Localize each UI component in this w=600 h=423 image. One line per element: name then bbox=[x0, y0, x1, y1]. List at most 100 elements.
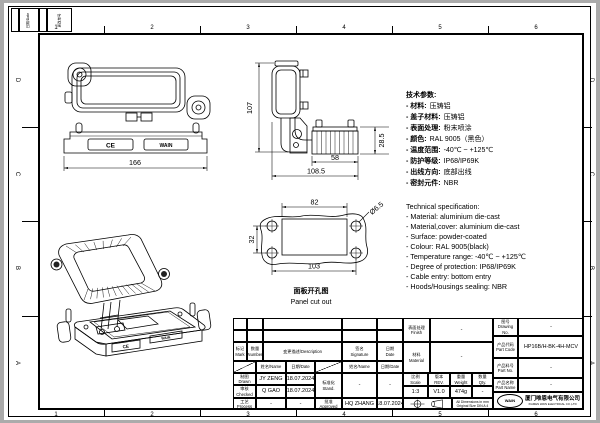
spec-zh-line: - 表面处理:粉末喷涂 bbox=[406, 125, 472, 132]
corner-cell-empty bbox=[39, 8, 47, 32]
spec-block-en: Technical specification: - Material: alu… bbox=[406, 202, 526, 292]
material-value: - bbox=[430, 342, 493, 373]
part-code-value: HP16B/H-BK-4H-MCV bbox=[518, 336, 584, 358]
col-marker: 5 bbox=[438, 25, 442, 31]
row-marker: A bbox=[588, 360, 594, 365]
standard-label: 标准化 Stand. bbox=[315, 373, 342, 398]
spec-zh-title: 技术参数: bbox=[406, 92, 437, 99]
finish-label: 表面处理 Finish bbox=[403, 318, 430, 342]
col-marker: 6 bbox=[534, 412, 538, 418]
wain-logo: WAIN bbox=[496, 394, 523, 408]
spec-en-line: - Colour: RAL 9005(black) bbox=[406, 242, 489, 251]
cutout-caption-zh: 面板开孔图 bbox=[293, 288, 329, 295]
weight-value: 474g bbox=[450, 386, 472, 398]
approved-date: 18.07.2024 bbox=[377, 398, 403, 410]
frame-tick bbox=[104, 410, 105, 417]
spec-zh-line: - 温度范围:-40℃ ~ +125℃ bbox=[406, 147, 494, 154]
checked-date: 18.07.2024 bbox=[286, 385, 315, 398]
frame-tick bbox=[392, 26, 393, 33]
spec-en-line: - Material: aluminium die-cast bbox=[406, 212, 500, 221]
spec-en-line: - Surface: powder-coated bbox=[406, 232, 487, 241]
finish-value: - bbox=[430, 318, 493, 342]
process-date: - bbox=[286, 398, 315, 410]
frame-tick bbox=[104, 26, 105, 33]
rev-date-header: 日期 Date bbox=[377, 342, 403, 361]
col-marker: 1 bbox=[54, 412, 58, 418]
col-marker: 3 bbox=[246, 25, 250, 31]
drawing-no-value: - bbox=[518, 318, 584, 336]
col-marker: 5 bbox=[438, 412, 442, 418]
rev-value: V1.0 bbox=[428, 386, 450, 398]
material-label: 材料 Material bbox=[403, 342, 430, 373]
approved-label: 批准 Approved bbox=[315, 398, 342, 410]
spec-zh-line: - 盖子材料:压铸铝 bbox=[406, 114, 465, 121]
row-marker: B bbox=[14, 265, 20, 270]
spec-zh-line: - 颜色:RAL 9005（黑色） bbox=[406, 136, 489, 143]
diagonal-cell bbox=[233, 361, 256, 373]
frame-tick bbox=[22, 316, 38, 317]
checked-name: Q GAO bbox=[256, 385, 286, 398]
col-marker: 6 bbox=[534, 25, 538, 31]
row-marker: C bbox=[588, 171, 594, 177]
col-marker: 4 bbox=[342, 412, 346, 418]
process-name: - bbox=[256, 398, 286, 410]
corner-cell-empty bbox=[11, 8, 19, 32]
diagonal-cell bbox=[315, 361, 342, 373]
company-name-en: XIAMEN WAIN ELECTRICAL CO.,LTD bbox=[528, 402, 577, 406]
scale-label: 比例 Scale bbox=[403, 373, 428, 386]
spec-zh-line: - 密封元件:NBR bbox=[406, 180, 459, 187]
rev-label: 版本 REV. bbox=[428, 373, 450, 386]
frame-tick bbox=[22, 221, 38, 222]
first-angle-projection-icon bbox=[410, 399, 425, 409]
date-header: 日期/Date bbox=[286, 361, 315, 373]
drawn-label: 制图 Drawn bbox=[233, 373, 256, 385]
rev-cell bbox=[342, 330, 377, 342]
col-marker: 3 bbox=[246, 412, 250, 418]
row-marker: A bbox=[14, 360, 20, 365]
company-name-zh: 厦门唯恩电气有限公司 bbox=[524, 396, 580, 402]
rev-description-header: 变更描述/Description bbox=[263, 342, 342, 361]
standard-date: - bbox=[377, 373, 403, 398]
date-header: 日期/Date bbox=[377, 361, 403, 373]
cutout-caption-en: Panel cut out bbox=[290, 299, 332, 306]
col-marker: 2 bbox=[150, 25, 154, 31]
rev-cell bbox=[247, 330, 263, 342]
frame-tick bbox=[584, 221, 592, 222]
rev-signature-header: 签名 Signature bbox=[342, 342, 377, 361]
spec-block-zh: 技术参数: - 材料:压铸铝 - 盖子材料:压铸铝 - 表面处理:粉末喷涂 - … bbox=[406, 90, 493, 189]
frame-tick bbox=[22, 127, 38, 128]
part-name-value: - bbox=[518, 378, 584, 392]
row-marker: D bbox=[14, 77, 20, 83]
part-no-value: - bbox=[518, 358, 584, 378]
qty-label: 数量 Qty. bbox=[472, 373, 493, 386]
frame-tick bbox=[296, 410, 297, 417]
frame-tick bbox=[296, 26, 297, 33]
drawing-no-label: 图号 Drawing No. bbox=[493, 318, 518, 336]
spec-zh-line: - 出线方向:底部出线 bbox=[406, 169, 472, 176]
rev-cell bbox=[263, 330, 342, 342]
spec-en-line: - Degree of protection: IP68/IP69K bbox=[406, 262, 516, 271]
outer-frame bbox=[8, 6, 591, 417]
spec-zh-line: - 材料:压铸铝 bbox=[406, 103, 451, 110]
projection-cone-icon bbox=[431, 399, 443, 409]
corner-cell-date: 日期/Date bbox=[19, 8, 39, 32]
frame-tick bbox=[200, 26, 201, 33]
scale-value: 1:3 bbox=[403, 386, 428, 398]
name-header: 姓名/Name bbox=[256, 361, 286, 373]
spec-en-line: - Hoods/Housings sealing: NBR bbox=[406, 282, 508, 291]
frame-tick bbox=[584, 316, 592, 317]
qty-value: - bbox=[472, 386, 493, 398]
process-label: 工艺 Process bbox=[233, 398, 256, 410]
name-header: 姓名/Name bbox=[342, 361, 377, 373]
rev-cell bbox=[377, 330, 403, 342]
rev-number-header: 数量 Number bbox=[247, 342, 263, 361]
row-marker: B bbox=[588, 265, 594, 270]
row-marker: C bbox=[14, 171, 20, 177]
approved-name: HQ ZHANG bbox=[342, 398, 377, 410]
weight-label: 重量 Weight bbox=[450, 373, 472, 386]
col-marker: 2 bbox=[150, 412, 154, 418]
rev-cell bbox=[377, 318, 403, 330]
col-marker: 4 bbox=[342, 25, 346, 31]
col-marker: 1 bbox=[54, 25, 58, 31]
